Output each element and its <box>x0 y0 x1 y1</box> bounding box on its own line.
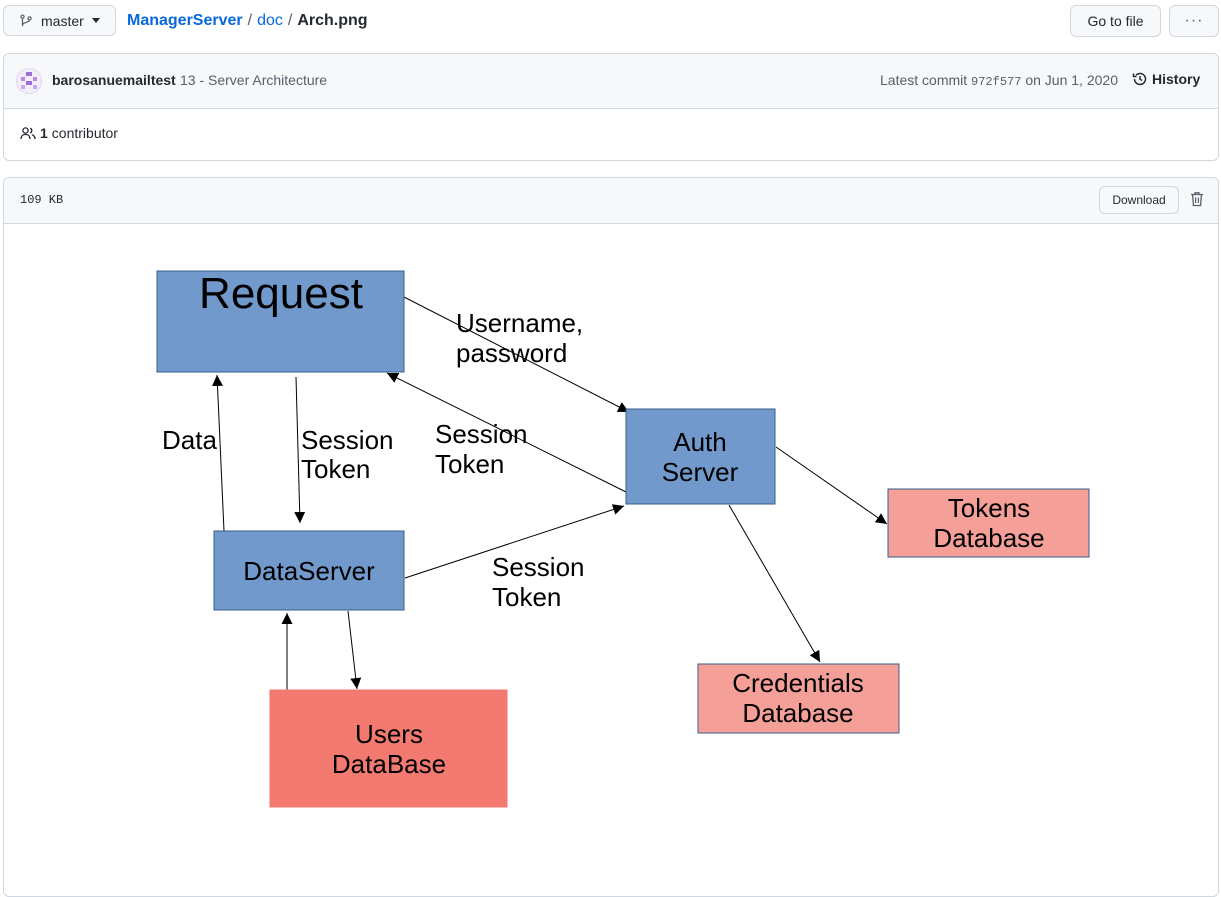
node-users-database: Users DataBase <box>269 689 508 808</box>
label-data: Data <box>162 425 217 455</box>
node-auth-server: Auth Server <box>625 408 776 505</box>
avatar[interactable] <box>16 68 42 94</box>
latest-commit-info: Latest commit 972f577 on Jun 1, 2020 <box>880 72 1118 89</box>
latest-commit-label: Latest commit <box>880 72 968 88</box>
breadcrumb-folder-link[interactable]: doc <box>257 12 283 29</box>
node-credentials-label-1: Credentials <box>732 668 864 698</box>
node-tokens-database: Tokens Database <box>887 488 1090 558</box>
more-options-button[interactable]: ··· <box>1169 5 1219 37</box>
edge-auth-to-request <box>386 372 627 493</box>
commit-info-box: barosanuemailtest 13 - Server Architectu… <box>3 53 1219 161</box>
commit-date: on Jun 1, 2020 <box>1025 72 1118 88</box>
breadcrumb-file-name: Arch.png <box>297 12 368 29</box>
edge-request-to-dataserver <box>294 376 306 524</box>
commit-message-link[interactable]: 13 - Server Architecture <box>180 72 328 88</box>
breadcrumb: ManagerServer/doc/Arch.png <box>127 11 368 31</box>
node-auth-label-2: Server <box>662 457 739 487</box>
trash-icon[interactable] <box>1190 191 1204 207</box>
label-token-1: Token <box>301 454 370 484</box>
label-session-2: Session <box>435 419 528 449</box>
node-tokens-label-2: Database <box>933 523 1044 553</box>
contributor-count: 1 <box>40 125 48 141</box>
contributors-link[interactable]: 1 contributor <box>20 125 118 141</box>
node-request-label: Request <box>199 269 363 318</box>
node-users-label-2: DataBase <box>332 749 446 779</box>
history-icon <box>1132 71 1148 87</box>
label-password: password <box>456 338 567 368</box>
edge-request-to-auth <box>403 296 630 413</box>
branch-name: master <box>41 12 84 29</box>
node-dataserver-label: DataServer <box>243 556 375 586</box>
breadcrumb-repo-link[interactable]: ManagerServer <box>127 12 243 29</box>
node-tokens-label-1: Tokens <box>948 493 1030 523</box>
label-session-3: Session <box>492 552 585 582</box>
label-token-3: Token <box>492 582 561 612</box>
branch-select-button[interactable]: master <box>3 5 116 36</box>
contributor-label: contributor <box>51 125 118 141</box>
go-to-file-button[interactable]: Go to file <box>1070 5 1161 37</box>
commit-header: barosanuemailtest 13 - Server Architectu… <box>4 54 1218 109</box>
node-credentials-label-2: Database <box>742 698 853 728</box>
node-credentials-database: Credentials Database <box>697 663 900 734</box>
history-label: History <box>1152 71 1201 87</box>
chevron-down-icon <box>91 18 100 23</box>
node-users-label-1: Users <box>355 719 423 749</box>
people-icon <box>20 126 36 140</box>
file-header: 109 KB Download <box>4 178 1218 224</box>
commit-author-link[interactable]: barosanuemailtest <box>52 72 176 88</box>
architecture-diagram-image: Request Auth Server DataServer Tokens Da… <box>156 269 1090 808</box>
edge-auth-to-tokens <box>775 446 888 525</box>
edge-dataserver-to-users <box>347 610 362 690</box>
label-username: Username, <box>456 308 583 338</box>
edge-auth-to-credentials <box>728 504 821 663</box>
edge-dataserver-to-auth <box>404 504 625 579</box>
commit-sha-link[interactable]: 972f577 <box>971 75 1022 89</box>
label-session-1: Session <box>301 425 394 455</box>
git-branch-icon <box>19 13 33 28</box>
node-auth-label-1: Auth <box>673 427 727 457</box>
label-token-2: Token <box>435 449 504 479</box>
kebab-horizontal-icon: ··· <box>1184 12 1204 29</box>
download-button[interactable]: Download <box>1099 186 1179 214</box>
node-dataserver: DataServer <box>213 530 405 611</box>
history-link[interactable]: History <box>1132 71 1200 87</box>
breadcrumb-separator: / <box>247 12 253 29</box>
breadcrumb-separator: / <box>287 12 293 29</box>
node-request: Request <box>156 269 405 373</box>
edge-dataserver-to-request <box>211 374 225 532</box>
file-size: 109 KB <box>20 193 64 207</box>
